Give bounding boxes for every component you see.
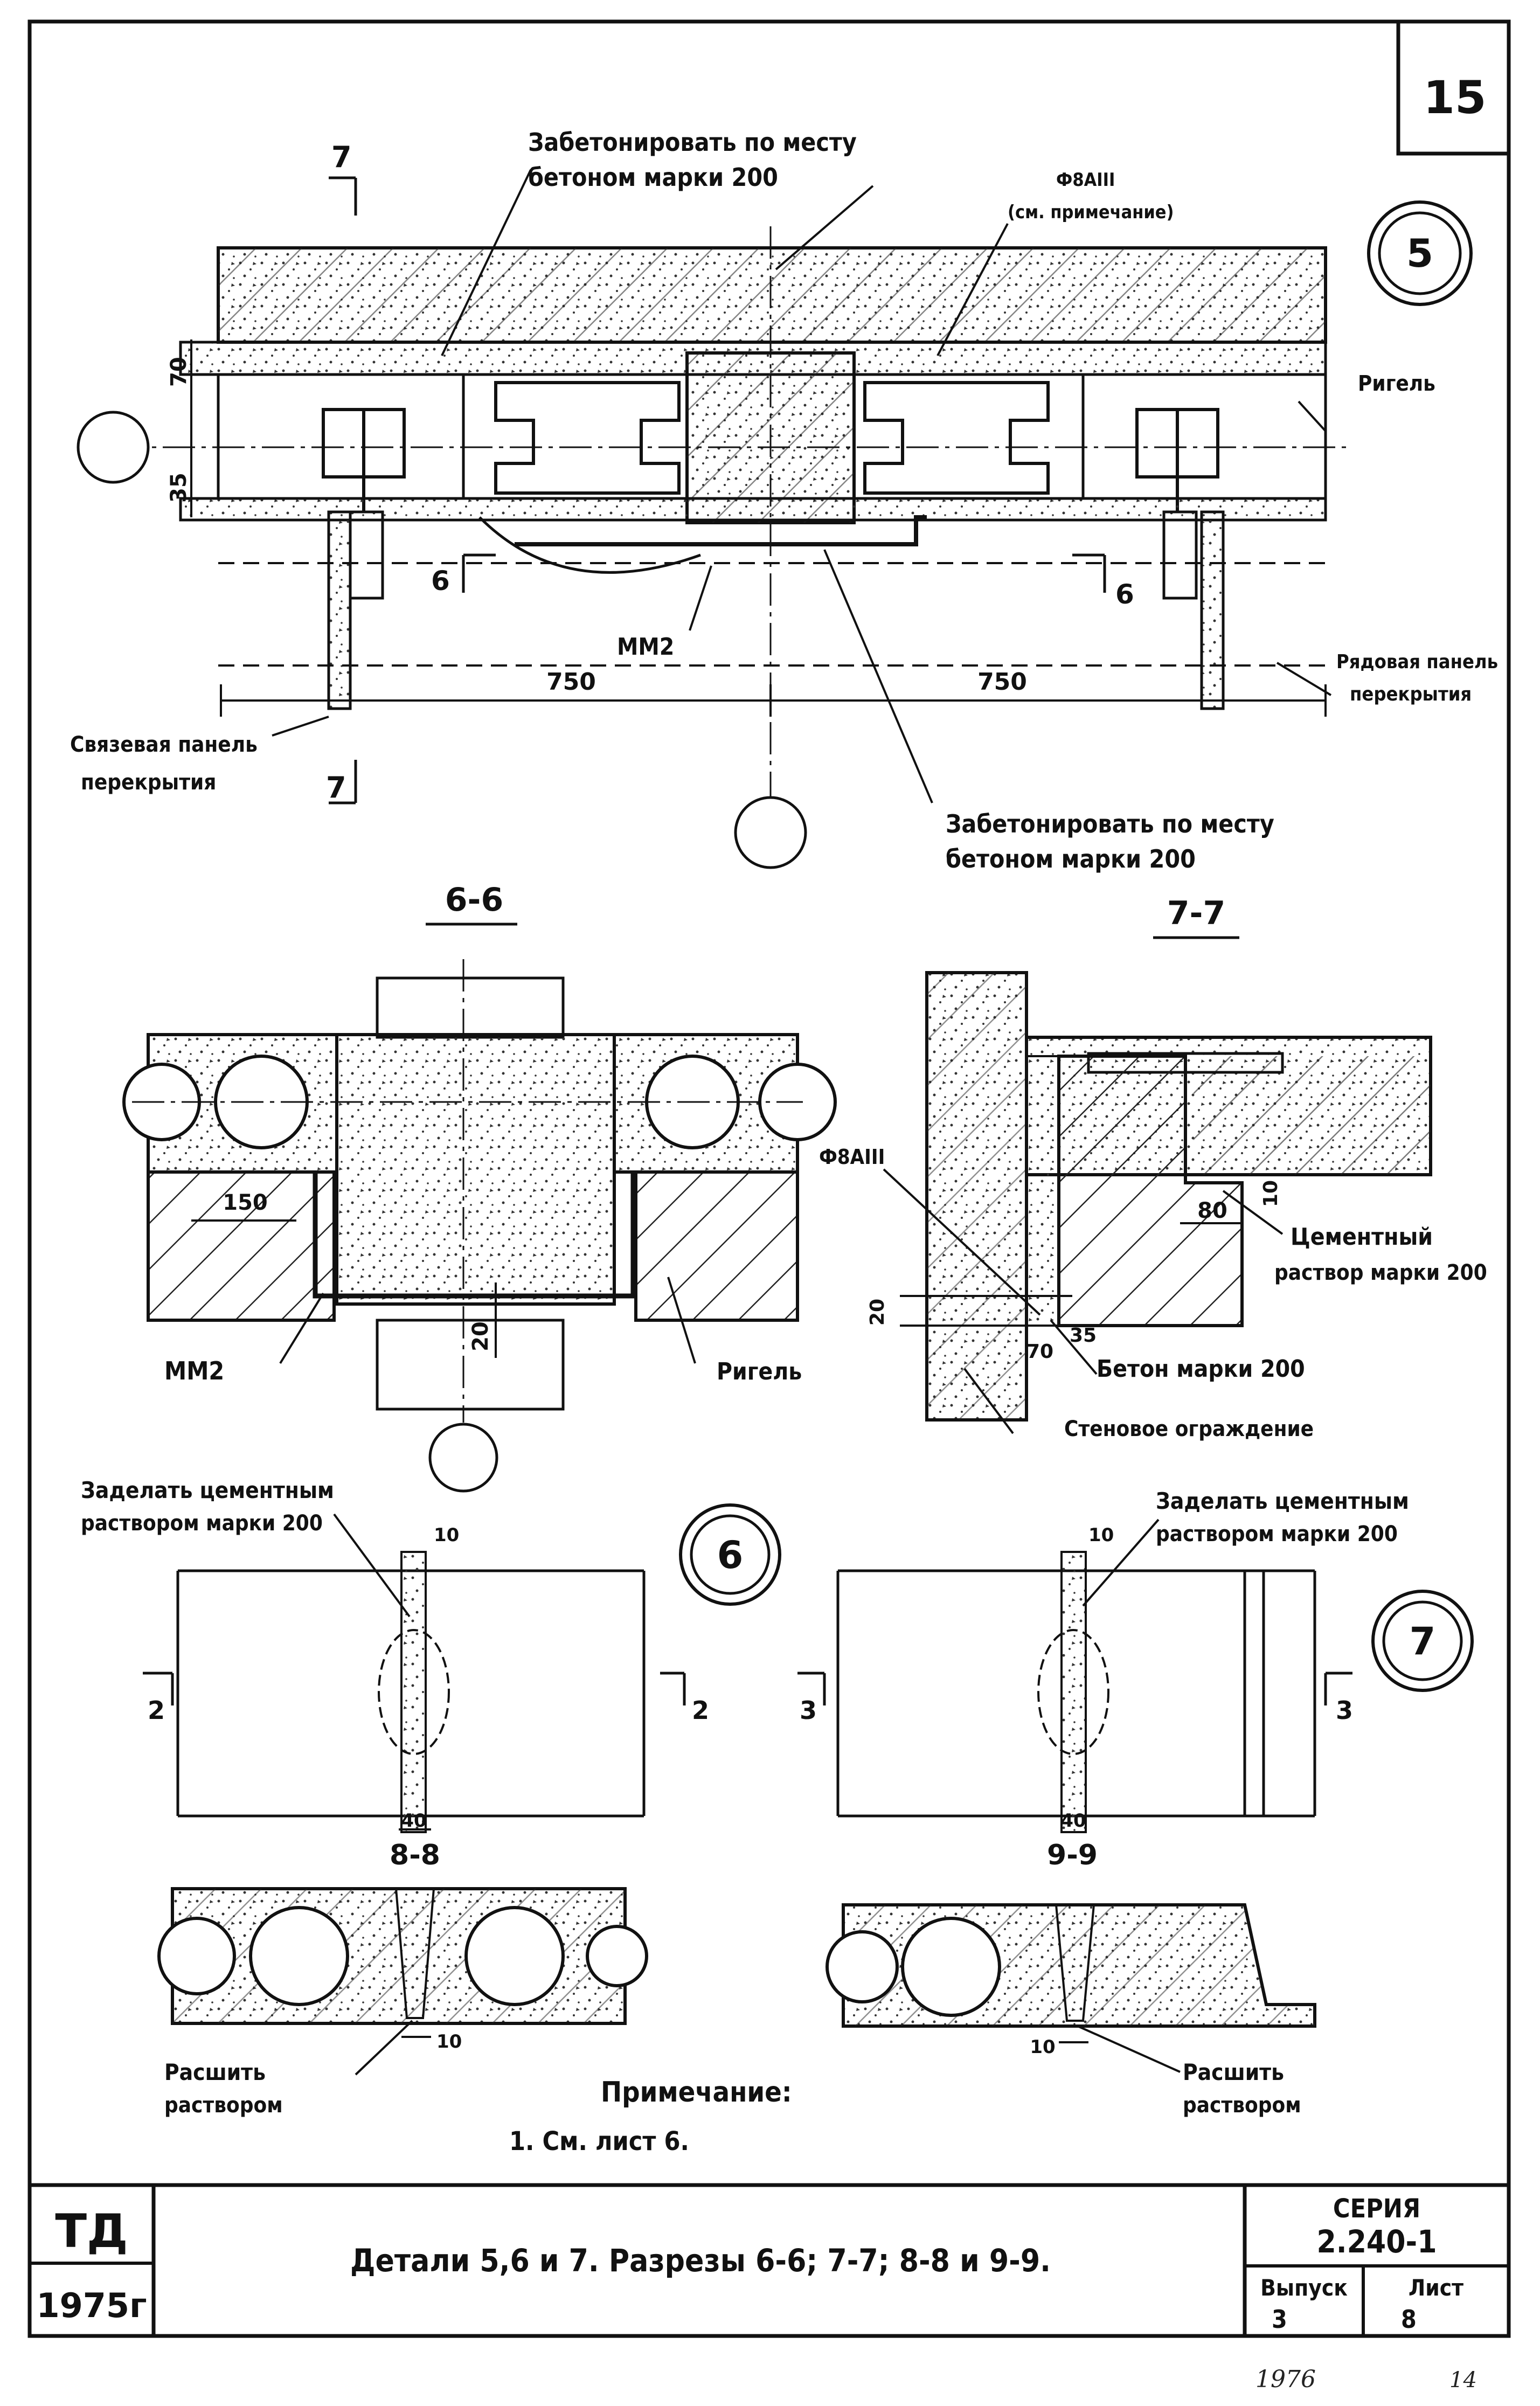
sheet-frame	[27, 19, 1511, 2338]
stamp-td: ТД	[55, 2204, 128, 2258]
section-8-8: 8-8 10 Расшить раствором	[157, 1839, 648, 2118]
note-concrete-bottom-line2: бетоном марки 200	[946, 844, 1196, 873]
note-item-1: 1. См. лист 6.	[509, 2126, 689, 2157]
detail-7-label: 7	[1410, 1619, 1436, 1663]
detail7-note-2: раствором марки 200	[1156, 1522, 1398, 1547]
dim-10-d7: 10	[1088, 1524, 1114, 1546]
page-number: 15	[1424, 71, 1487, 124]
dim-750-left: 750	[546, 668, 596, 696]
section-7-7-title: 7-7	[1167, 895, 1225, 932]
mark-2-right: 2	[692, 1696, 709, 1725]
mark-2-left: 2	[148, 1696, 165, 1725]
handwritten-inventory: 1976	[1255, 2366, 1316, 2393]
detail-5-label: 5	[1406, 231, 1433, 276]
section88-label-1: Расшить	[164, 2059, 266, 2085]
section-mark-7-bottom: 7	[326, 771, 346, 805]
detail6-note-2: раствором марки 200	[81, 1511, 323, 1536]
dim-10-88: 10	[436, 2031, 462, 2053]
dim-10-99: 10	[1030, 2036, 1055, 2058]
series-value: 2.240-1	[1316, 2223, 1437, 2260]
label-mm2-top: ММ2	[617, 633, 674, 661]
dim-20-77: 20	[866, 1299, 889, 1326]
mark-3-left: 3	[800, 1696, 817, 1725]
dim-70-77: 70	[1026, 1341, 1053, 1363]
dim-35-77: 35	[1070, 1325, 1097, 1347]
rebar-note: (см. примечание)	[1008, 202, 1174, 223]
dim-40-d6: 40	[401, 1810, 426, 1832]
dim-750-right: 750	[977, 668, 1027, 696]
section99-label-1: Расшить	[1183, 2059, 1284, 2085]
label-row-panel-1: Рядовая панель	[1336, 651, 1498, 673]
dim-80: 80	[1197, 1198, 1227, 1223]
detail-7: 40 10 3 3 7 Заделать цементным раствором…	[797, 1488, 1474, 1833]
label-tie-panel-2: перекрытия	[81, 770, 216, 795]
sheet-title: Детали 5,6 и 7. Разрезы 6-6; 7-7; 8-8 и …	[350, 2242, 1051, 2279]
note-concrete-top-line2: бетоном марки 200	[528, 163, 778, 192]
detail-5: 750 750 70 35 7 7 6 6 5 Забетонировать	[70, 128, 1498, 873]
title-block: ТД 1975г Детали 5,6 и 7. Разрезы 6-6; 7-…	[30, 2183, 1509, 2336]
label-mortar-2: раствор марки 200	[1274, 1260, 1487, 1285]
dim-40-d7: 40	[1060, 1810, 1086, 1832]
sheet-label: Лист	[1409, 2275, 1463, 2301]
section99-label-2: раствором	[1183, 2093, 1301, 2118]
note-heading: Примечание:	[601, 2076, 792, 2109]
dim-10-d6: 10	[434, 1524, 459, 1546]
section-9-9-title: 9-9	[1047, 1839, 1098, 1871]
sheet-value: 8	[1401, 2305, 1417, 2334]
section-8-8-title: 8-8	[390, 1839, 440, 1871]
dim-70: 70	[167, 357, 191, 387]
cut-mark-6-right: 6	[1115, 579, 1134, 610]
section88-label-2: раствором	[164, 2093, 283, 2118]
label-concrete-77: Бетон марки 200	[1097, 1355, 1305, 1383]
label-mm2-66: ММ2	[164, 1356, 224, 1385]
detail-6: 40 10 2 2 6 Заделать цементным раствором…	[81, 1477, 781, 1833]
detail6-note-1: Заделать цементным	[81, 1477, 334, 1503]
section-7-7: 7-7 10 80 20 70 35 Ф8АIII Цементный раст…	[819, 895, 1487, 1441]
note-concrete-bottom-line1: Забетонировать по месту	[946, 809, 1274, 838]
detail-6-label: 6	[717, 1533, 744, 1577]
dim-10-77: 10	[1260, 1180, 1282, 1207]
section-6-6: 6-6 150 20 ММ2 Ригель	[122, 881, 837, 1493]
stamp-year: 1975г	[37, 2286, 147, 2325]
dim-20-66: 20	[468, 1321, 493, 1351]
rebar-label: Ф8АIII	[1056, 169, 1115, 191]
label-row-panel-2: перекрытия	[1350, 683, 1472, 705]
handwritten-page: 14	[1449, 2368, 1477, 2393]
dim-35: 35	[167, 473, 191, 503]
section-mark-7-top: 7	[331, 140, 352, 174]
label-mortar-1: Цементный	[1291, 1223, 1433, 1251]
label-wall-77: Стеновое ограждение	[1064, 1417, 1314, 1441]
label-rigel-66: Ригель	[717, 1358, 802, 1385]
section-6-6-title: 6-6	[445, 881, 503, 919]
mark-3-right: 3	[1336, 1696, 1353, 1725]
detail7-note-1: Заделать цементным	[1156, 1488, 1409, 1514]
page-number-box	[1396, 19, 1511, 156]
label-rigel-top: Ригель	[1358, 371, 1435, 396]
cut-mark-6-left: 6	[431, 565, 450, 597]
issue-value: 3	[1272, 2305, 1287, 2334]
section-9-9: 9-9 10 Расшить раствором	[826, 1839, 1316, 2118]
issue-label: Выпуск	[1260, 2275, 1348, 2301]
rebar-77: Ф8АIII	[819, 1145, 885, 1169]
series-label: СЕРИЯ	[1333, 2194, 1420, 2224]
label-tie-panel-1: Связевая панель	[70, 732, 258, 757]
note-concrete-top-line1: Забетонировать по месту	[528, 128, 857, 157]
dim-150: 150	[223, 1190, 268, 1215]
